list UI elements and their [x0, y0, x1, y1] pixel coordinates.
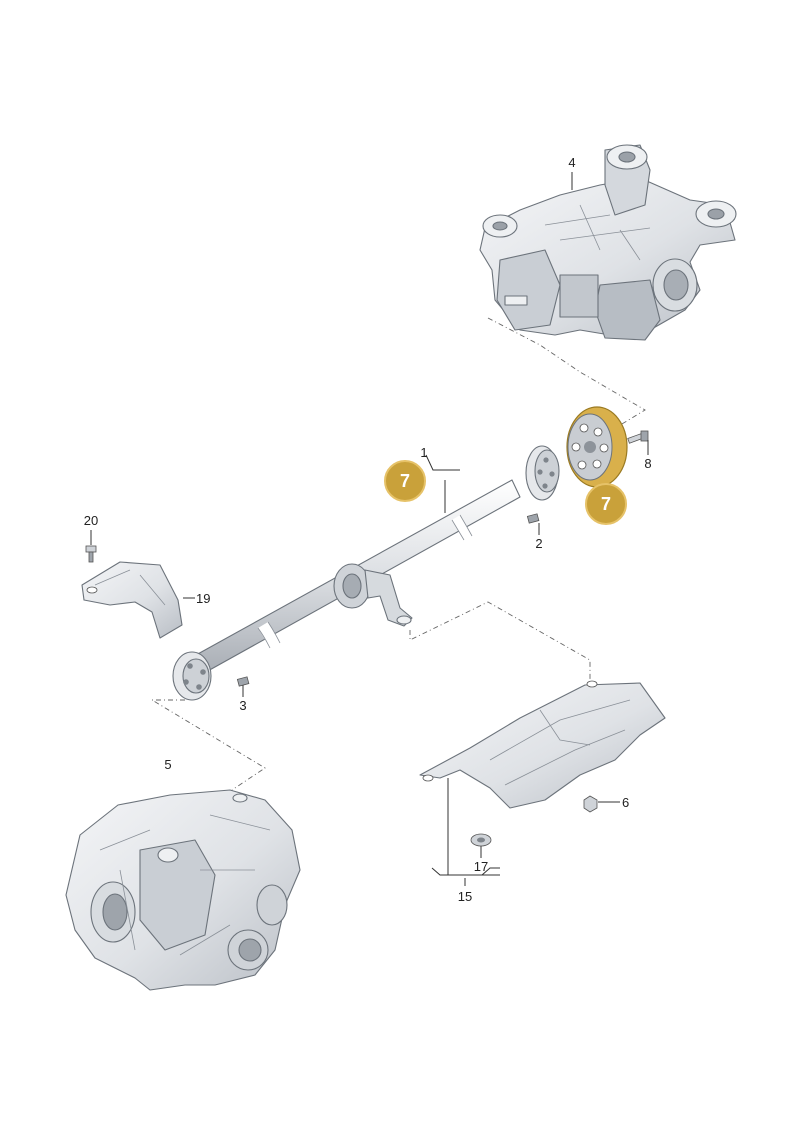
assembly-guide-lines [150, 317, 646, 791]
callout-6: 6 [622, 795, 629, 810]
callout-19: 19 [196, 591, 210, 606]
callout-8: 8 [644, 456, 651, 471]
callout-20: 20 [84, 513, 98, 528]
underbody-shield-part-15 [419, 680, 666, 809]
highlight-7-left-label: 7 [400, 471, 410, 491]
bolt-part-20 [85, 545, 97, 563]
nut-part-6 [583, 795, 598, 813]
callout-15: 15 [458, 889, 472, 904]
propeller-shaft [172, 445, 560, 701]
highlight-badge-7-right[interactable]: 7 [585, 483, 627, 525]
highlight-badge-7-left[interactable]: 7 [384, 460, 426, 502]
bolt-part-8 [627, 430, 649, 444]
bolt-part-3 [236, 676, 250, 687]
callout-1: 1 [420, 445, 427, 460]
callout-3: 3 [239, 698, 246, 713]
callout-4: 4 [568, 155, 575, 170]
callout-2: 2 [535, 536, 542, 551]
heat-shield-part-19 [81, 561, 183, 639]
callout-17: 17 [474, 859, 488, 874]
bolt-part-2 [526, 513, 540, 524]
callout-5: 5 [164, 757, 171, 772]
flex-disc [566, 406, 628, 488]
gearbox [65, 789, 301, 991]
nut-part-17 [470, 833, 492, 847]
rear-differential [479, 144, 737, 341]
callout-labels: 4 1 8 2 20 19 3 5 6 17 15 [84, 155, 652, 904]
highlight-7-right-label: 7 [601, 494, 611, 514]
leader-lines [90, 172, 649, 886]
